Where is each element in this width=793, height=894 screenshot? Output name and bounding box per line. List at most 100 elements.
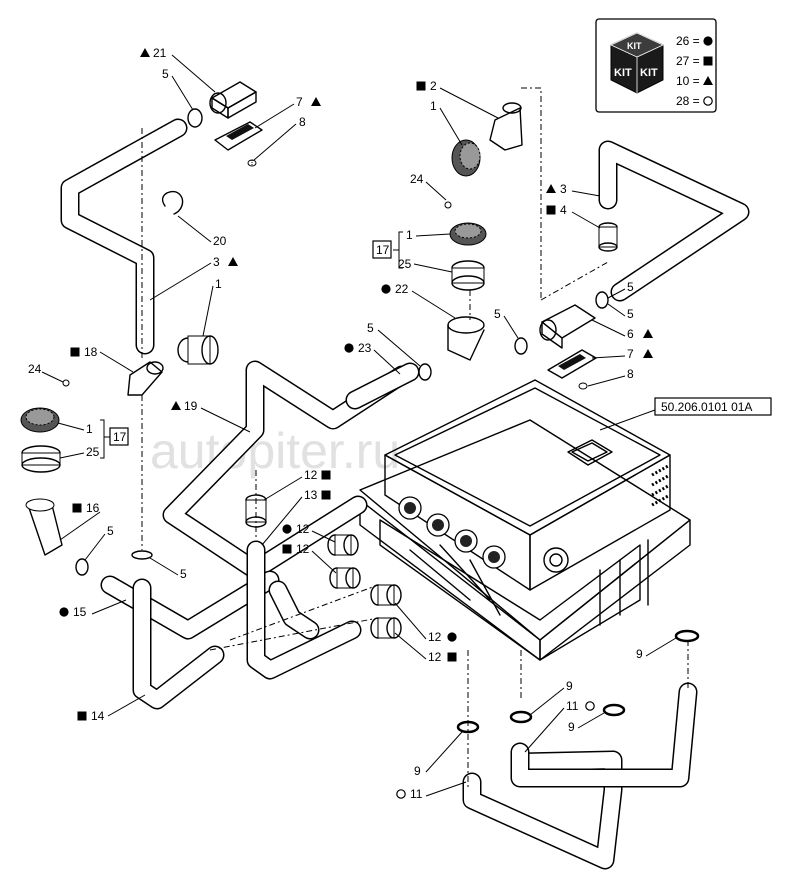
- clamp-20: [161, 190, 184, 215]
- square-icon: [70, 347, 80, 357]
- callout-8-right: 8: [627, 367, 634, 381]
- callout-9-left: 9: [414, 764, 421, 778]
- vent-grille: [651, 464, 669, 507]
- callout-17-top: 17: [376, 243, 390, 257]
- outlet-ports: [398, 496, 506, 569]
- callout-12-c: 12: [428, 630, 442, 644]
- reference-code-box: 50.206.0101 01A: [599, 397, 772, 431]
- vent-1-middle: [449, 222, 487, 246]
- callout-9-center: 9: [566, 679, 573, 693]
- coupling-12-b: [329, 567, 361, 589]
- screw-24-left: [62, 379, 70, 387]
- square-icon: [416, 81, 426, 91]
- callout-3-left: 3: [213, 255, 220, 269]
- coupling-12-d: [370, 617, 402, 639]
- callout-5-center: 5: [367, 321, 374, 335]
- callout-5-top: 5: [162, 67, 169, 81]
- triangle-icon: [228, 257, 238, 266]
- callout-5-mid-right: 5: [627, 307, 634, 321]
- callout-15: 15: [73, 605, 87, 619]
- duct-hoses: [60, 118, 750, 870]
- bracket-17-top: 17: [372, 231, 403, 269]
- callout-24-left: 24: [28, 362, 42, 376]
- ring-5-top: [187, 108, 203, 128]
- callout-19: 19: [184, 399, 198, 413]
- callout-5-right: 5: [627, 280, 634, 294]
- open-circle-icon: [585, 701, 595, 711]
- callout-14: 14: [91, 709, 105, 723]
- callout-12-d: 12: [428, 650, 442, 664]
- circle-icon: [344, 343, 354, 353]
- legend-row-27: 27 =: [676, 54, 700, 68]
- callout-1-top: 1: [430, 99, 437, 113]
- callout-1-middle: 1: [406, 228, 413, 242]
- callout-12-center: 12: [304, 468, 318, 482]
- screw-24-top: [444, 201, 452, 209]
- callout-6: 6: [627, 327, 634, 341]
- circle-icon: [282, 524, 292, 534]
- elbow-18: [127, 361, 164, 396]
- callout-12-a: 12: [296, 522, 310, 536]
- reference-code: 50.206.0101 01A: [661, 400, 752, 414]
- callout-23: 23: [358, 341, 372, 355]
- heater-unit: [359, 379, 691, 661]
- square-icon: [447, 652, 457, 662]
- watermark-text: autopiter.ru: [150, 423, 400, 479]
- elbow-22: [447, 316, 485, 361]
- bracket-17-left: 17: [100, 419, 129, 459]
- square-icon: [321, 470, 331, 480]
- callout-8-top: 8: [299, 115, 306, 129]
- legend-row-28: 28 =: [676, 94, 700, 108]
- open-circle-symbol-icon: [703, 96, 713, 106]
- vent-1-top: [451, 139, 481, 177]
- square-icon: [321, 490, 331, 500]
- callout-11-right: 11: [566, 699, 579, 713]
- kit-label-left: KIT: [614, 67, 632, 79]
- callout-5-bottom: 5: [180, 567, 187, 581]
- circle-icon: [381, 284, 391, 294]
- callout-24-top: 24: [410, 172, 424, 186]
- kit-label-right: KIT: [640, 67, 658, 79]
- kit-legend: KIT KIT KIT 26 = 27 = 10 = 28 =: [595, 18, 717, 113]
- circle-symbol-icon: [703, 36, 713, 46]
- vent-1-left: [20, 407, 61, 473]
- square-icon: [282, 544, 292, 554]
- ring-5-bottom: [131, 550, 153, 560]
- clamp-9-center: [509, 710, 533, 724]
- kit-label-top: KIT: [627, 41, 642, 51]
- triangle-icon: [140, 48, 150, 57]
- callout-17-left: 17: [113, 430, 127, 444]
- coupling-12-c: [370, 584, 402, 606]
- square-symbol-icon: [703, 56, 713, 66]
- ring-5-right: [595, 291, 609, 309]
- triangle-icon: [546, 184, 556, 193]
- clip-7-right: [547, 349, 597, 379]
- coupling-4: [598, 222, 618, 252]
- circle-icon: [447, 632, 457, 642]
- nozzle-1-left: [177, 335, 219, 365]
- kit-box-icon: KIT KIT KIT: [610, 32, 664, 94]
- clip-7-top: [214, 121, 263, 151]
- legend-row-10: 10 =: [676, 74, 700, 88]
- circle-icon: [59, 607, 69, 617]
- callout-7-top: 7: [296, 95, 303, 109]
- clamp-9-small: [602, 703, 626, 717]
- ring-25: [451, 260, 485, 291]
- callout-16: 16: [86, 501, 100, 515]
- small-parts: [20, 81, 700, 734]
- callout-12-b: 12: [296, 542, 310, 556]
- screw-8-right: [578, 382, 588, 390]
- callout-3-right: 3: [560, 182, 567, 196]
- elbow-16: [25, 498, 63, 556]
- triangle-icon: [311, 97, 321, 106]
- coupling-12-a: [327, 534, 359, 556]
- connector-21: [209, 81, 257, 119]
- callout-25-left: 25: [86, 445, 100, 459]
- callout-4: 4: [560, 203, 567, 217]
- callout-18: 18: [84, 345, 98, 359]
- triangle-icon: [643, 349, 653, 358]
- callout-25-top: 25: [398, 257, 412, 271]
- square-icon: [546, 205, 556, 215]
- callout-1-left-vent: 1: [86, 422, 93, 436]
